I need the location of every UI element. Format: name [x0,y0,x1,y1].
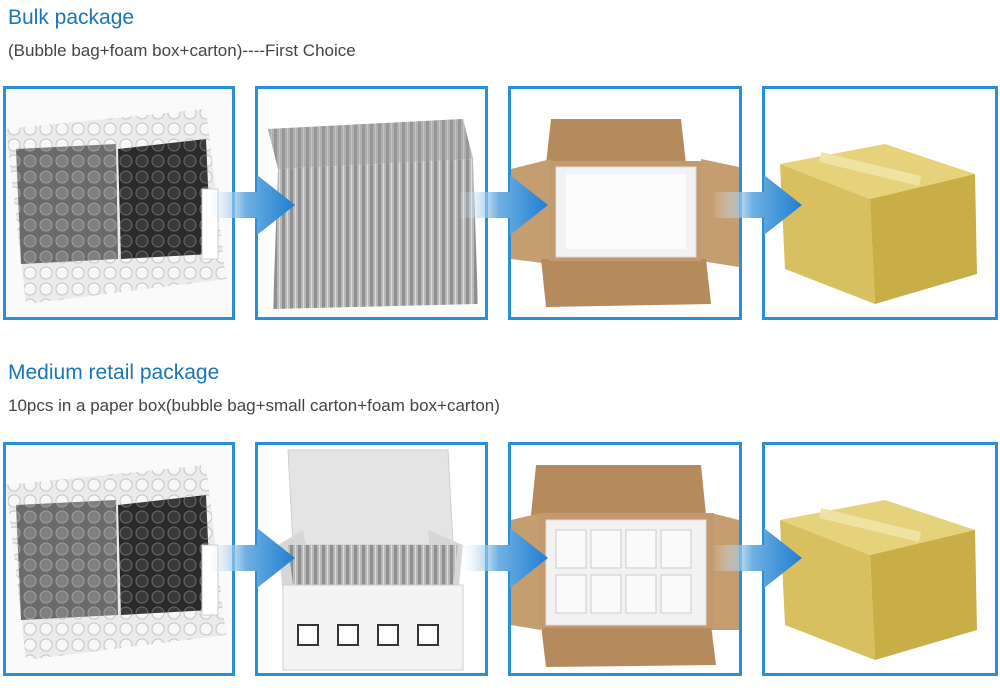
arrow-right-icon [205,528,295,588]
bubble-bag-image [3,442,235,676]
sealed-carton-image [762,86,998,320]
foam-box-in-carton-image [508,86,742,320]
section-subtitle: (Bubble bag+foam box+carton)----First Ch… [8,41,356,60]
section-title: Bulk package [8,6,135,29]
bubble-bag-image [3,86,235,320]
arrow-right-icon [712,528,802,588]
sealed-carton-image [762,442,998,676]
arrow-right-icon [712,175,802,235]
arrow-right-icon [458,175,548,235]
arrow-right-icon [458,528,548,588]
section-title: Medium retail package [8,361,220,384]
section-subtitle: 10pcs in a paper box(bubble bag+small ca… [8,396,500,415]
arrow-right-icon [205,175,295,235]
paper-box-image [255,442,488,676]
